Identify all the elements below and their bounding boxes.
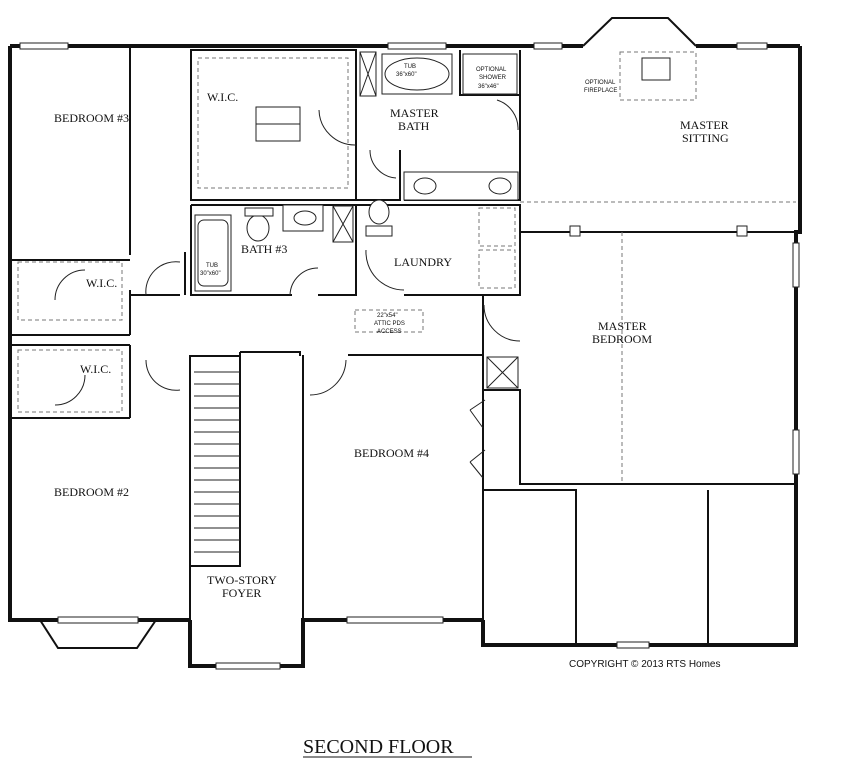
copyright-text: COPYRIGHT © 2013 RTS Homes — [569, 659, 721, 670]
tub-bath3-label-2: 30"x60" — [200, 271, 221, 277]
shower-label-1: OPTIONAL — [476, 67, 507, 73]
fireplace-label-1: OPTIONAL — [585, 80, 616, 86]
fixture-labels: TUB 36"x60" OPTIONAL SHOWER 36"x46" OPTI… — [200, 64, 617, 335]
room-label-master-bedroom-2: BEDROOM — [592, 332, 652, 346]
tub-master-label-1: TUB — [404, 64, 416, 70]
windows — [19, 42, 800, 670]
room-label-master-bath-1: MASTER — [390, 106, 439, 120]
room-label-laundry: LAUNDRY — [394, 255, 452, 269]
doors — [54, 99, 521, 406]
room-label-master-wic: W.I.C. — [207, 90, 238, 104]
shower-label-3: 36"x46" — [478, 84, 499, 90]
room-label-bath3: BATH #3 — [241, 242, 287, 256]
room-label-bedroom4: BEDROOM #4 — [354, 446, 429, 460]
plan-title: SECOND FLOOR — [303, 736, 454, 758]
room-label-master-bedroom-1: MASTER — [598, 319, 647, 333]
room-label-foyer-2: FOYER — [222, 586, 261, 600]
attic-label-3: ACCESS — [377, 329, 402, 335]
room-label-bed2-wic: W.I.C. — [80, 362, 111, 376]
room-label-bed3-wic: W.I.C. — [86, 276, 117, 290]
room-label-bedroom2: BEDROOM #2 — [54, 485, 129, 499]
room-label-bedroom3: BEDROOM #3 — [54, 111, 129, 125]
attic-label-2: ATTIC PDS — [374, 321, 405, 327]
room-label-master-bath-2: BATH — [398, 119, 430, 133]
shower-label-2: SHOWER — [479, 75, 507, 81]
fireplace-label-2: FIREPLACE — [584, 88, 617, 94]
tub-bath3-label-1: TUB — [206, 263, 218, 269]
staircase — [189, 351, 301, 567]
attic-label-1: 22"x54" — [377, 313, 398, 319]
interior-walls — [10, 46, 796, 645]
room-label-master-sitting-1: MASTER — [680, 118, 729, 132]
dashed-lines — [17, 51, 796, 484]
room-labels: BEDROOM #3 W.I.C. MASTER BATH MASTER SIT… — [54, 90, 729, 600]
fixtures — [194, 51, 748, 479]
room-label-foyer-1: TWO-STORY — [207, 573, 277, 587]
room-label-master-sitting-2: SITTING — [682, 131, 729, 145]
tub-master-label-2: 36"x60" — [396, 72, 417, 78]
